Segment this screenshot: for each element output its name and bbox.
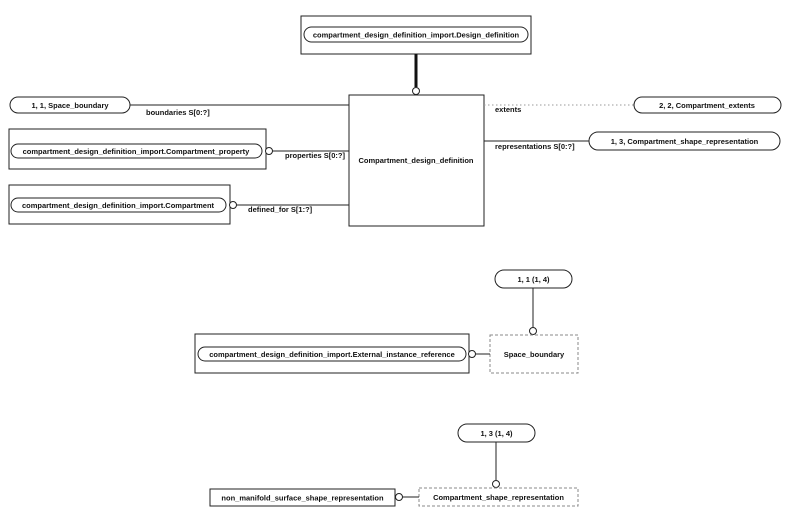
external-ref-subtype-circle: [468, 350, 476, 358]
compartment-shape-representation-label: Compartment_shape_representation: [433, 493, 564, 502]
compartment-design-definition-label: Compartment_design_definition: [358, 156, 473, 165]
space-boundary-ref-label: 1, 1, Space_boundary: [31, 101, 109, 110]
compartment-extents-ref-label: 2, 2, Compartment_extents: [659, 101, 755, 110]
defined-for-label: defined_for S[1:?]: [248, 205, 313, 214]
properties-label: properties S[0:?]: [285, 151, 346, 160]
page-ref-1: 1, 1 (1, 4): [494, 269, 573, 289]
compartment-property-import-box: compartment_design_definition_import.Com…: [8, 128, 267, 170]
compartment-shape-rep-ref: 1, 3, Compartment_shape_representation: [588, 131, 781, 151]
page-ref-2-label: 1, 3 (1, 4): [480, 429, 513, 438]
compartment-import-box: compartment_design_definition_import.Com…: [8, 184, 231, 225]
design-definition-import-box: compartment_design_definition_import.Des…: [300, 15, 532, 55]
compartment-design-definition-box: Compartment_design_definition: [348, 94, 485, 227]
page-ref-1-label: 1, 1 (1, 4): [517, 275, 550, 284]
space-boundary-supertype-circle: [529, 327, 537, 335]
compartment-import-label: compartment_design_definition_import.Com…: [22, 201, 215, 210]
external-instance-reference-import-label: compartment_design_definition_import.Ext…: [209, 350, 455, 359]
page-ref-2: 1, 3 (1, 4): [457, 423, 536, 443]
non-manifold-label: non_manifold_surface_shape_representatio…: [221, 494, 384, 503]
space-boundary-label: Space_boundary: [504, 350, 565, 359]
representations-label: representations S[0:?]: [495, 142, 575, 151]
compartment-shape-rep-ref-label: 1, 3, Compartment_shape_representation: [611, 137, 759, 146]
design-definition-import-label: compartment_design_definition_import.Des…: [313, 31, 520, 40]
space-boundary-ref: 1, 1, Space_boundary: [9, 96, 131, 114]
compartment-property-import-label: compartment_design_definition_import.Com…: [23, 147, 251, 156]
extents-label: extents: [495, 105, 521, 114]
defined-for-relationship-circle: [229, 201, 237, 209]
shape-rep-supertype-circle: [492, 480, 500, 488]
compartment-shape-representation-box: Compartment_shape_representation: [418, 487, 579, 507]
non-manifold-subtype-circle: [395, 493, 403, 501]
supertype-link-circle: [412, 87, 420, 95]
space-boundary-box: Space_boundary: [489, 334, 579, 374]
external-instance-reference-import-box: compartment_design_definition_import.Ext…: [194, 333, 470, 374]
properties-relationship-circle: [265, 147, 273, 155]
non-manifold-box: non_manifold_surface_shape_representatio…: [209, 488, 396, 507]
compartment-extents-ref: 2, 2, Compartment_extents: [633, 96, 782, 114]
boundaries-label: boundaries S[0:?]: [146, 108, 210, 117]
